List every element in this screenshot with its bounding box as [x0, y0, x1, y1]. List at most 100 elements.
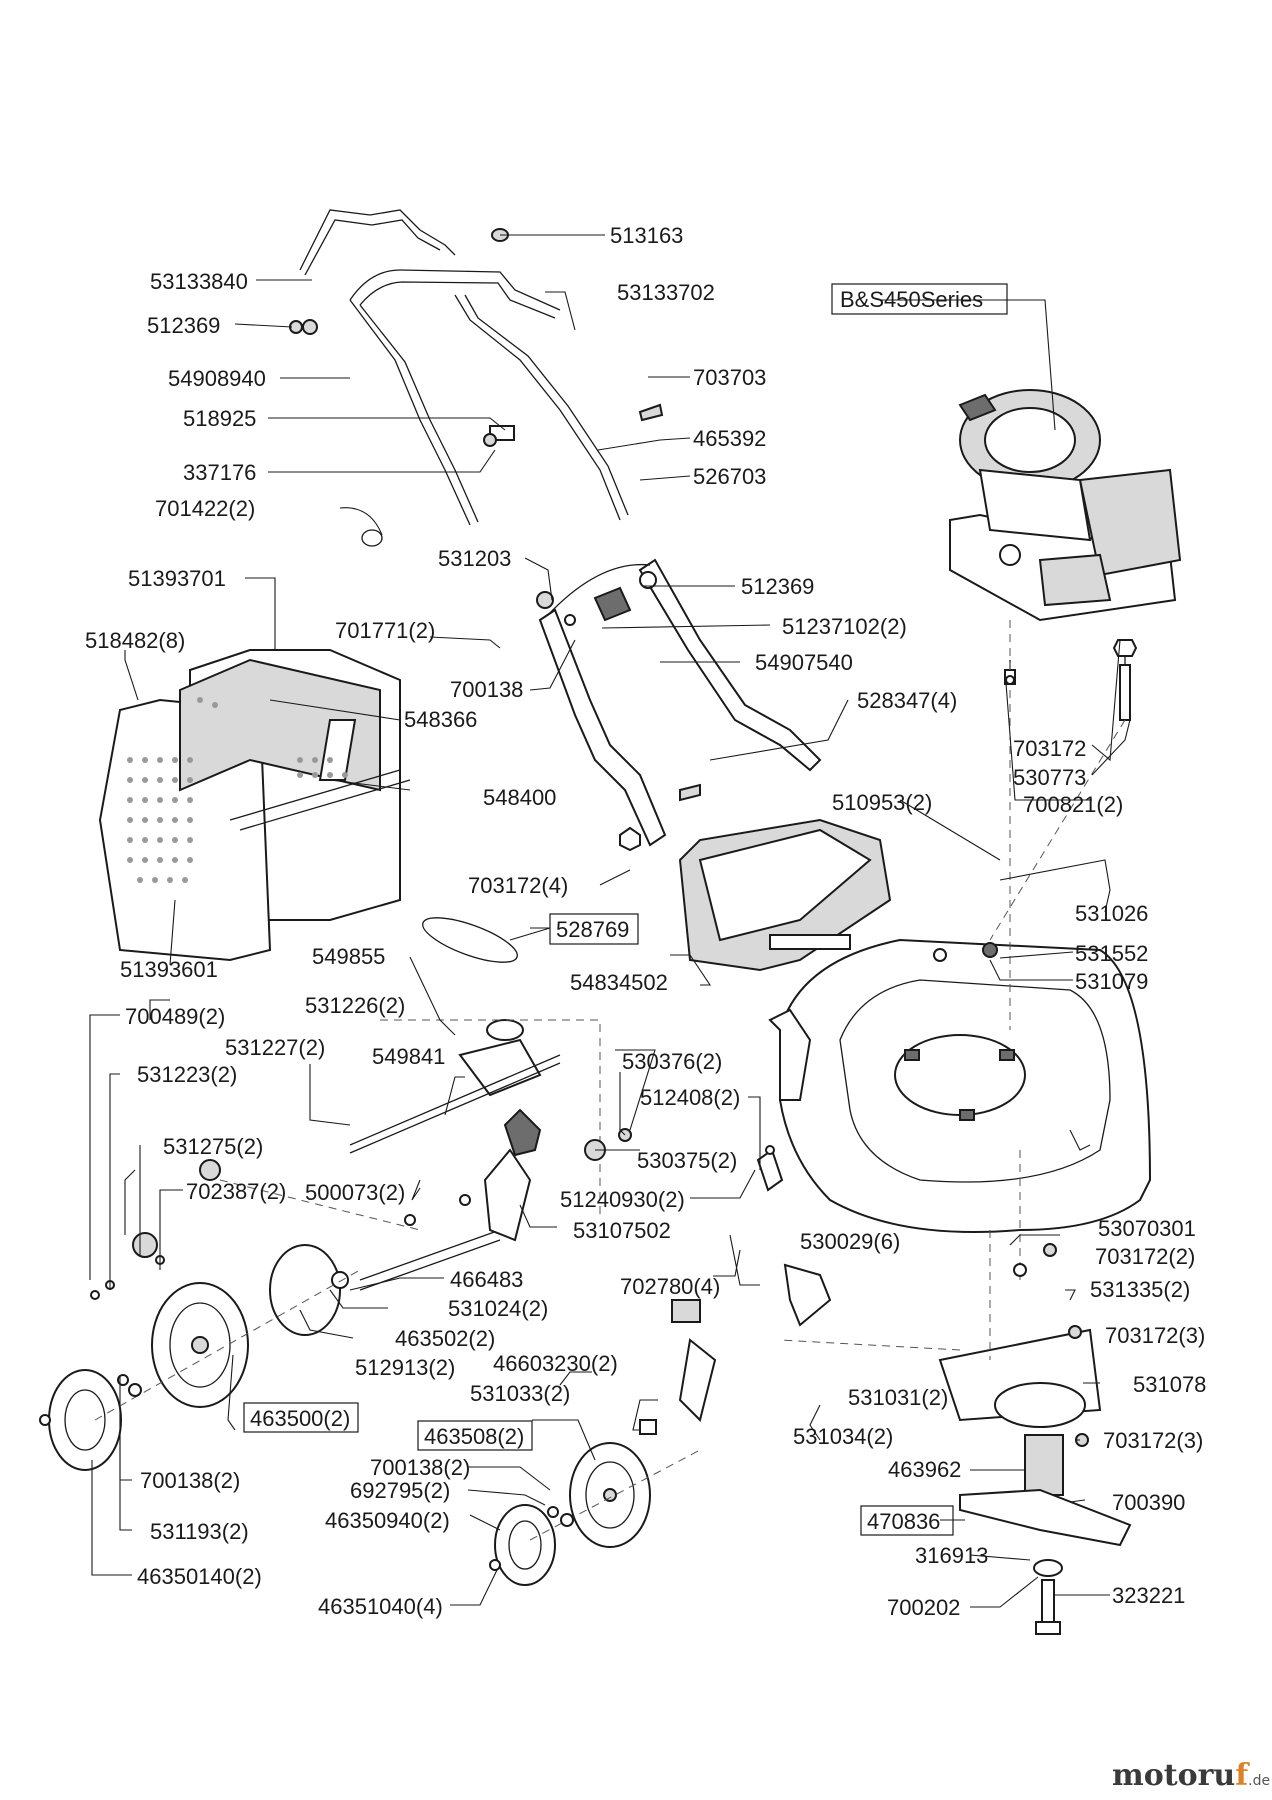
part-label-54907540: 54907540 — [755, 650, 853, 675]
part-label-700138-c: 700138(2) — [140, 1468, 240, 1493]
part-label-337176: 337176 — [183, 460, 256, 485]
part-label-530773: 530773 — [1013, 765, 1086, 790]
part-labels: 513163 53133840 53133702 512369 54908940… — [85, 223, 1206, 1620]
part-label-531203: 531203 — [438, 546, 511, 571]
part-label-531078: 531078 — [1133, 1372, 1206, 1397]
height-adjust-plate — [783, 1263, 832, 1327]
logo-text-suffix: .de — [1248, 1773, 1270, 1789]
part-label-700202: 700202 — [887, 1595, 960, 1620]
front-wheel — [569, 1442, 651, 1548]
part-label-531335: 531335(2) — [1090, 1277, 1190, 1302]
part-label-531024: 531024(2) — [448, 1296, 548, 1321]
part-label-51393601: 51393601 — [120, 957, 218, 982]
part-label-702780: 702780(4) — [620, 1274, 720, 1299]
part-label-470836: 470836 — [867, 1509, 940, 1534]
parts-drawing — [39, 209, 1182, 1635]
part-label-701422: 701422(2) — [155, 496, 255, 521]
wheels — [48, 1244, 651, 1586]
part-label-530375: 530375(2) — [637, 1148, 737, 1173]
part-label-465392: 465392 — [693, 426, 766, 451]
part-label-323221: 323221 — [1112, 1583, 1185, 1608]
part-label-548400: 548400 — [483, 785, 556, 810]
lower-handle — [538, 558, 822, 847]
part-label-53070301: 53070301 — [1098, 1216, 1196, 1241]
upper-handle — [299, 209, 629, 526]
engine-series-box — [831, 283, 1008, 315]
grass-catcher — [98, 649, 411, 962]
gearbox — [349, 1019, 561, 1154]
blade-part-box — [860, 1505, 954, 1536]
motoruf-logo: motoruf.de — [1112, 1758, 1270, 1793]
part-label-531226: 531226(2) — [305, 993, 405, 1018]
part-label-531079: 531079 — [1075, 969, 1148, 994]
part-label-531034: 531034(2) — [793, 1424, 893, 1449]
catcher-mesh-dots — [127, 697, 348, 883]
part-label-701771: 701771(2) — [335, 618, 435, 643]
part-label-463508: 463508(2) — [424, 1424, 524, 1449]
part-label-463502: 463502(2) — [395, 1326, 495, 1351]
part-label-54908940: 54908940 — [168, 366, 266, 391]
wheel-front-part-box — [417, 1420, 533, 1451]
part-label-700489: 700489(2) — [125, 1004, 225, 1029]
part-label-703172-c: 703172(2) — [1095, 1244, 1195, 1269]
part-label-531223: 531223(2) — [137, 1062, 237, 1087]
part-label-526703: 526703 — [693, 464, 766, 489]
part-label-engine-series: B&S450Series — [840, 287, 983, 312]
part-label-463500: 463500(2) — [250, 1406, 350, 1431]
part-label-53107502: 53107502 — [573, 1218, 671, 1243]
part-label-700821: 700821(2) — [1023, 792, 1123, 817]
part-label-700390: 700390 — [1112, 1490, 1185, 1515]
part-label-692795: 692795(2) — [350, 1478, 450, 1503]
part-label-703172-e: 703172(3) — [1103, 1428, 1203, 1453]
part-label-703172-a: 703172 — [1013, 736, 1086, 761]
blade-assembly — [938, 1328, 1132, 1635]
leader-lines — [89, 234, 1131, 1608]
part-label-466483: 466483 — [450, 1267, 523, 1292]
part-label-518482: 518482(8) — [85, 628, 185, 653]
part-label-463962: 463962 — [888, 1457, 961, 1482]
part-label-512913: 512913(2) — [355, 1355, 455, 1380]
part-label-549855: 549855 — [312, 944, 385, 969]
part-label-703172-d: 703172(3) — [1105, 1323, 1205, 1348]
rear-wheel-left — [151, 1282, 249, 1408]
part-label-510953: 510953(2) — [832, 790, 932, 815]
part-label-531026: 531026 — [1075, 901, 1148, 926]
part-label-528769: 528769 — [556, 917, 629, 942]
part-label-46350940: 46350940(2) — [325, 1508, 450, 1533]
part-label-700138-a: 700138 — [450, 677, 523, 702]
part-label-53133840: 53133840 — [150, 269, 248, 294]
part-label-51393701: 51393701 — [128, 566, 226, 591]
part-label-512369-a: 512369 — [147, 313, 220, 338]
part-label-500073: 500073(2) — [305, 1180, 405, 1205]
part-label-549841: 549841 — [372, 1044, 445, 1069]
part-label-528347: 528347(4) — [857, 688, 957, 713]
fasteners — [39, 228, 1089, 1571]
part-label-518925: 518925 — [183, 406, 256, 431]
front-hubcap — [494, 1504, 556, 1586]
part-label-703172-b: 703172(4) — [468, 873, 568, 898]
part-label-531193: 531193(2) — [150, 1519, 249, 1544]
belt-part-box — [549, 913, 639, 945]
wheel-disc — [269, 1244, 349, 1336]
part-label-703703: 703703 — [693, 365, 766, 390]
part-label-51237102: 51237102(2) — [782, 614, 907, 639]
wheel-rear-part-box — [243, 1402, 359, 1433]
part-label-700138-b: 700138(2) — [370, 1455, 470, 1480]
part-label-531227: 531227(2) — [225, 1035, 325, 1060]
part-label-46350140: 46350140(2) — [137, 1564, 262, 1589]
part-label-513163: 513163 — [610, 223, 683, 248]
deck-cover — [678, 818, 892, 972]
part-label-54834502: 54834502 — [570, 970, 668, 995]
part-label-53133702: 53133702 — [617, 280, 715, 305]
part-label-548366: 548366 — [404, 707, 477, 732]
part-label-46603230: 46603230(2) — [493, 1351, 618, 1376]
mower-deck — [768, 938, 1152, 1233]
logo-text-accent: f — [1235, 1758, 1250, 1793]
clutch-lever — [483, 1108, 542, 1242]
part-label-531033: 531033(2) — [470, 1381, 570, 1406]
part-label-702387: 702387(2) — [186, 1179, 286, 1204]
part-label-51240930: 51240930(2) — [560, 1187, 685, 1212]
part-label-530376: 530376(2) — [622, 1049, 722, 1074]
part-label-531031: 531031(2) — [848, 1385, 948, 1410]
